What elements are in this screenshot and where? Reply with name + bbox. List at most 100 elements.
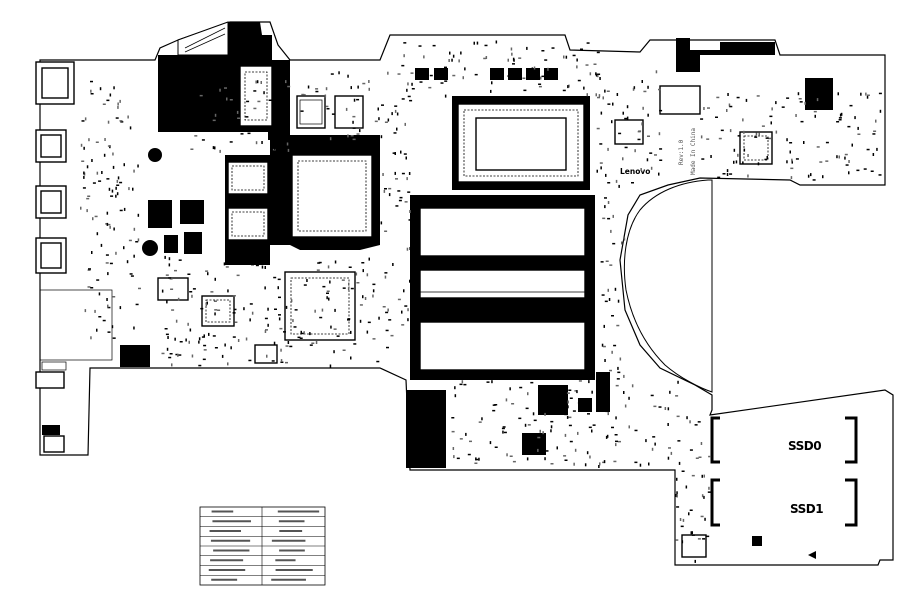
smd-part: [87, 286, 91, 288]
smd-part: [167, 336, 169, 339]
smd-part: [397, 73, 401, 75]
smd-part: [133, 227, 136, 231]
smd-part: [651, 447, 654, 451]
ssd0-slot: SSD0: [710, 416, 858, 464]
smd-part: [123, 246, 125, 250]
smd-part: [650, 394, 654, 397]
smd-part: [95, 141, 99, 143]
smd-part: [574, 390, 578, 392]
smd-part: [460, 51, 462, 55]
smd-part: [632, 87, 635, 91]
smd-part: [84, 117, 87, 121]
smd-part: [585, 64, 589, 66]
smd-part: [653, 405, 657, 408]
smd-part: [325, 87, 328, 91]
smd-part: [462, 76, 464, 80]
smd-part: [409, 247, 411, 250]
smd-part: [567, 400, 569, 404]
smd-part: [130, 275, 134, 277]
smd-part: [192, 119, 196, 121]
smd-part: [188, 340, 190, 344]
smd-part: [237, 117, 241, 119]
smd-part: [116, 179, 119, 183]
smd-part: [212, 119, 216, 122]
smd-part: [169, 353, 173, 355]
smd-part: [326, 108, 330, 110]
smd-part: [203, 334, 205, 338]
smd-part: [285, 305, 288, 309]
smd-part: [277, 278, 281, 281]
smd-part: [401, 98, 405, 100]
smd-part: [703, 107, 705, 110]
smd-part: [255, 141, 258, 145]
smd-part: [264, 330, 267, 333]
smd-part: [860, 92, 862, 96]
smd-part: [495, 40, 498, 44]
smd-part: [348, 266, 352, 268]
smd-part: [390, 334, 394, 337]
smd-part: [264, 266, 266, 269]
smd-part: [840, 112, 843, 116]
smd-part: [453, 455, 455, 459]
smd-part: [795, 158, 799, 160]
smd-part: [456, 457, 460, 460]
smd-part: [403, 153, 407, 155]
smd-part: [168, 356, 172, 359]
smd-part: [381, 104, 384, 106]
smd-part: [848, 160, 850, 163]
smd-part: [702, 538, 706, 540]
smd-part: [247, 132, 251, 135]
smd-part: [607, 288, 609, 292]
smd-part: [198, 337, 201, 341]
smd-part: [119, 99, 121, 103]
smd-part: [865, 92, 867, 96]
smd-part: [283, 331, 286, 333]
smd-part: [676, 506, 680, 508]
smd-part: [681, 540, 684, 544]
smd-part: [576, 58, 578, 62]
smd-part: [537, 436, 541, 439]
smd-part: [541, 50, 545, 52]
smd-part: [659, 148, 663, 150]
smd-part: [191, 354, 194, 358]
smd-part: [232, 295, 236, 297]
smd-part: [512, 460, 516, 463]
smd-part: [330, 135, 334, 137]
smd-part: [382, 173, 384, 176]
smd-part: [83, 146, 85, 150]
smd-part: [221, 354, 224, 358]
smd-part: [406, 88, 408, 92]
smd-part: [214, 146, 216, 150]
hdmi-connector: [35, 237, 67, 274]
smd-part: [253, 107, 257, 110]
smd-part: [491, 380, 493, 384]
smd-part: [119, 181, 123, 184]
smd-part: [568, 424, 572, 427]
smd-part: [119, 120, 123, 122]
smd-part: [490, 89, 492, 93]
smd-part: [203, 80, 207, 83]
title-block-text-stroke: [275, 559, 296, 562]
smd-part: [107, 120, 110, 124]
smd-part: [601, 294, 605, 296]
smd-part: [756, 95, 760, 97]
smd-part: [679, 518, 682, 521]
smd-part: [612, 102, 614, 106]
smd-part: [403, 54, 405, 58]
smd-part: [612, 214, 614, 218]
usb-connector-1: [35, 61, 75, 105]
smd-part: [658, 132, 661, 136]
smd-part: [106, 178, 110, 180]
smd-part: [813, 110, 817, 113]
smd-part: [116, 184, 120, 186]
smd-part: [634, 149, 636, 153]
smd-part: [502, 426, 506, 428]
smd-part: [309, 344, 313, 346]
smd-part: [703, 495, 705, 499]
smd-part: [837, 92, 839, 96]
smd-part: [547, 67, 549, 71]
smd-part: [641, 80, 643, 83]
smd-part: [583, 86, 585, 90]
smd-part: [248, 359, 252, 362]
smd-part: [368, 80, 370, 83]
